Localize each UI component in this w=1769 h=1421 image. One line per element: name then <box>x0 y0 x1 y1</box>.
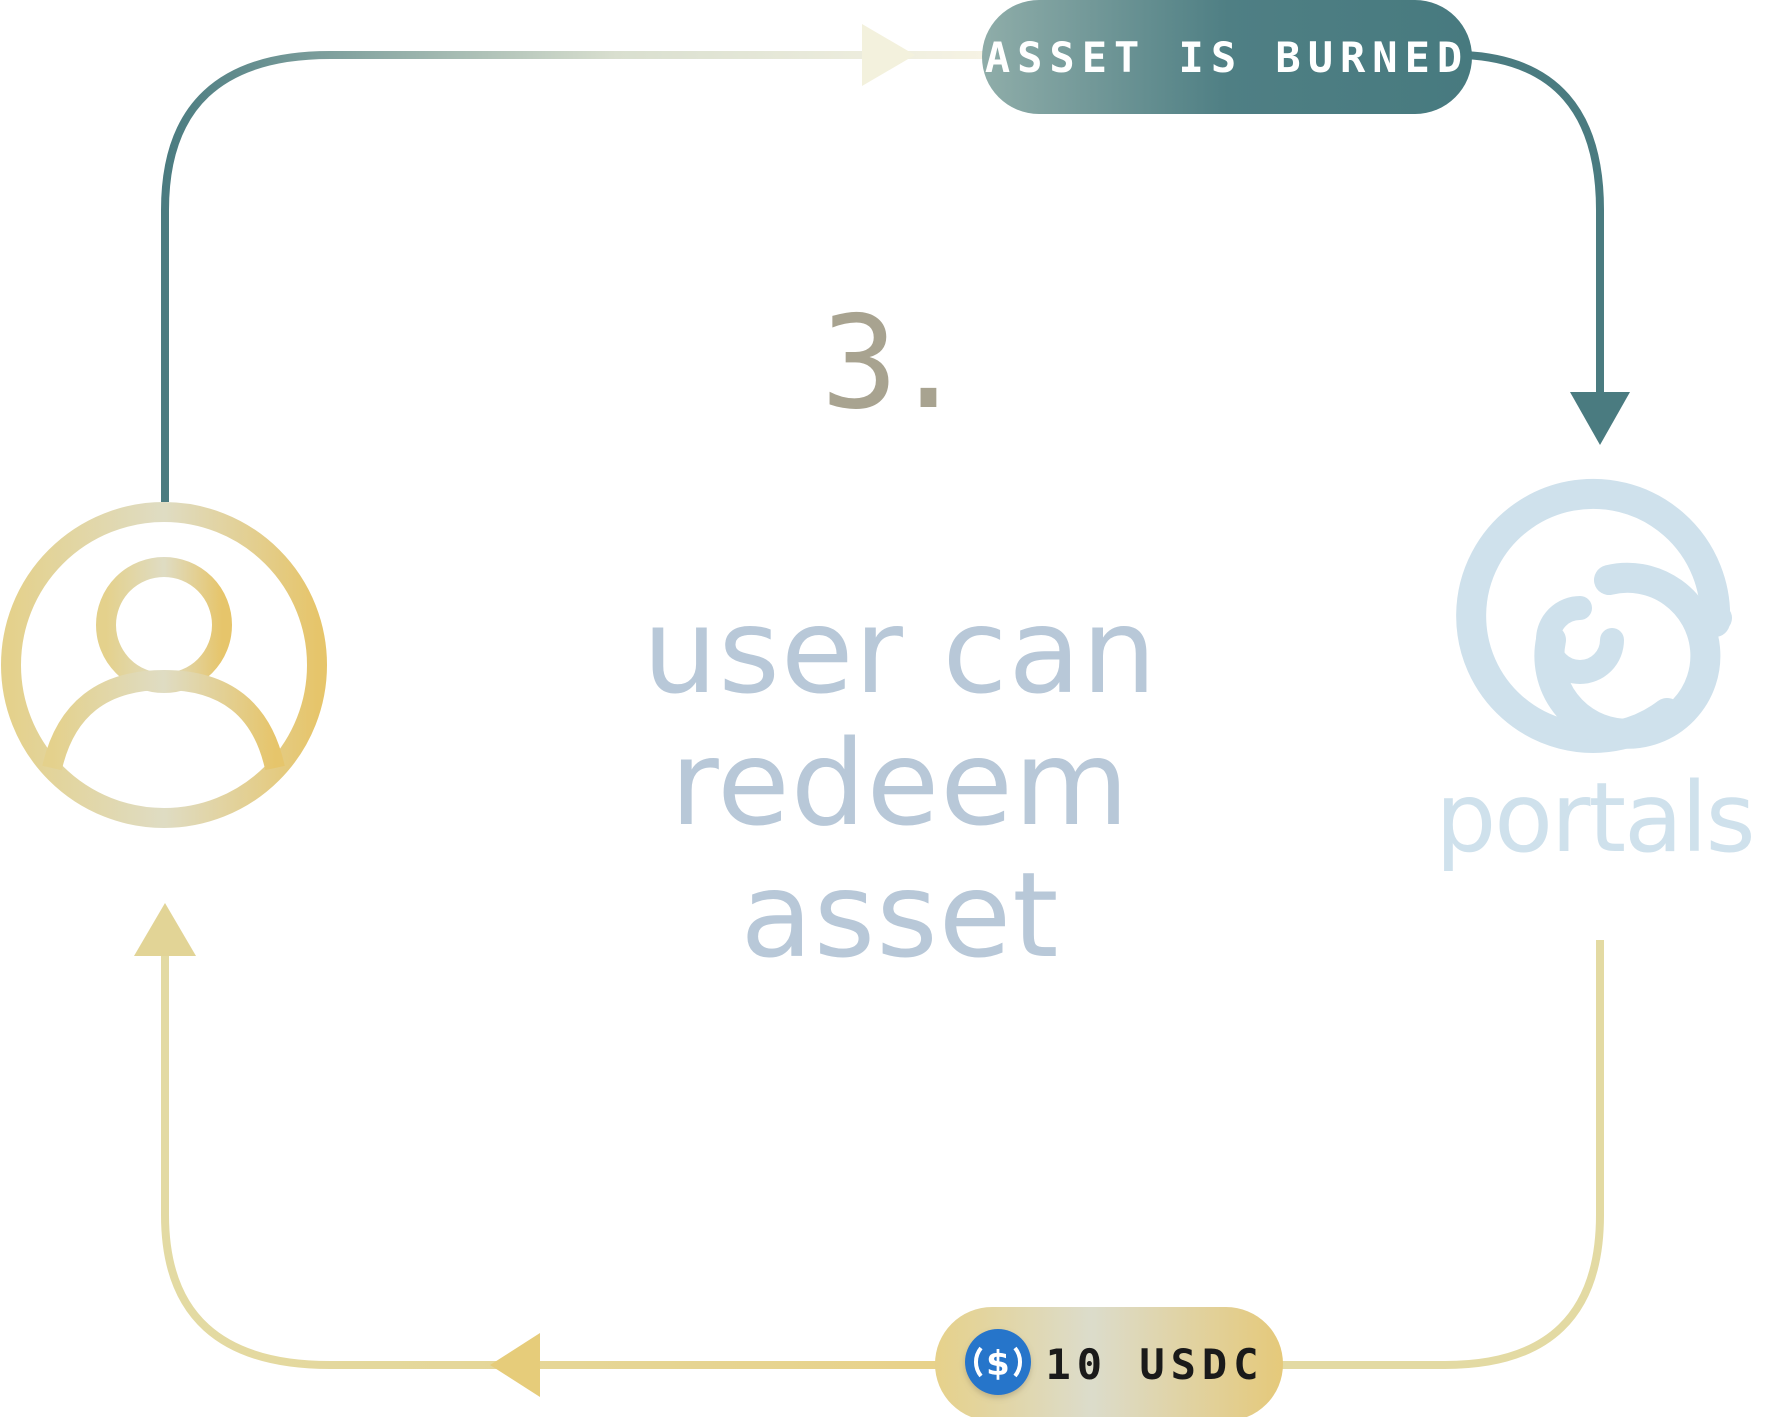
spiral-logo-icon <box>1456 478 1732 753</box>
caption-line: redeem <box>670 714 1130 852</box>
usdc-coin-icon: $ <box>965 1329 1031 1395</box>
bottom-flow-line <box>134 903 1604 1397</box>
caption-line: user can <box>642 582 1158 720</box>
usdc-pill <box>935 1307 1283 1417</box>
brand-name: portals <box>1435 762 1755 874</box>
caption-line: asset <box>740 846 1060 984</box>
up-arrowhead-icon <box>134 903 196 956</box>
burn-pill <box>982 0 1472 114</box>
burn-label: ASSET IS BURNED <box>984 32 1470 82</box>
caption: user can redeem asset <box>560 585 1240 981</box>
top-arrowhead-icon <box>862 24 915 86</box>
down-arrowhead-icon <box>1570 392 1630 445</box>
step-number: 3. <box>820 289 967 438</box>
user-avatar-icon <box>1 502 327 828</box>
left-arrowhead-icon <box>490 1333 540 1397</box>
amount-label: 10 USDC <box>1045 1339 1265 1389</box>
svg-text:$: $ <box>986 1344 1010 1384</box>
top-flow-line <box>161 24 1630 502</box>
